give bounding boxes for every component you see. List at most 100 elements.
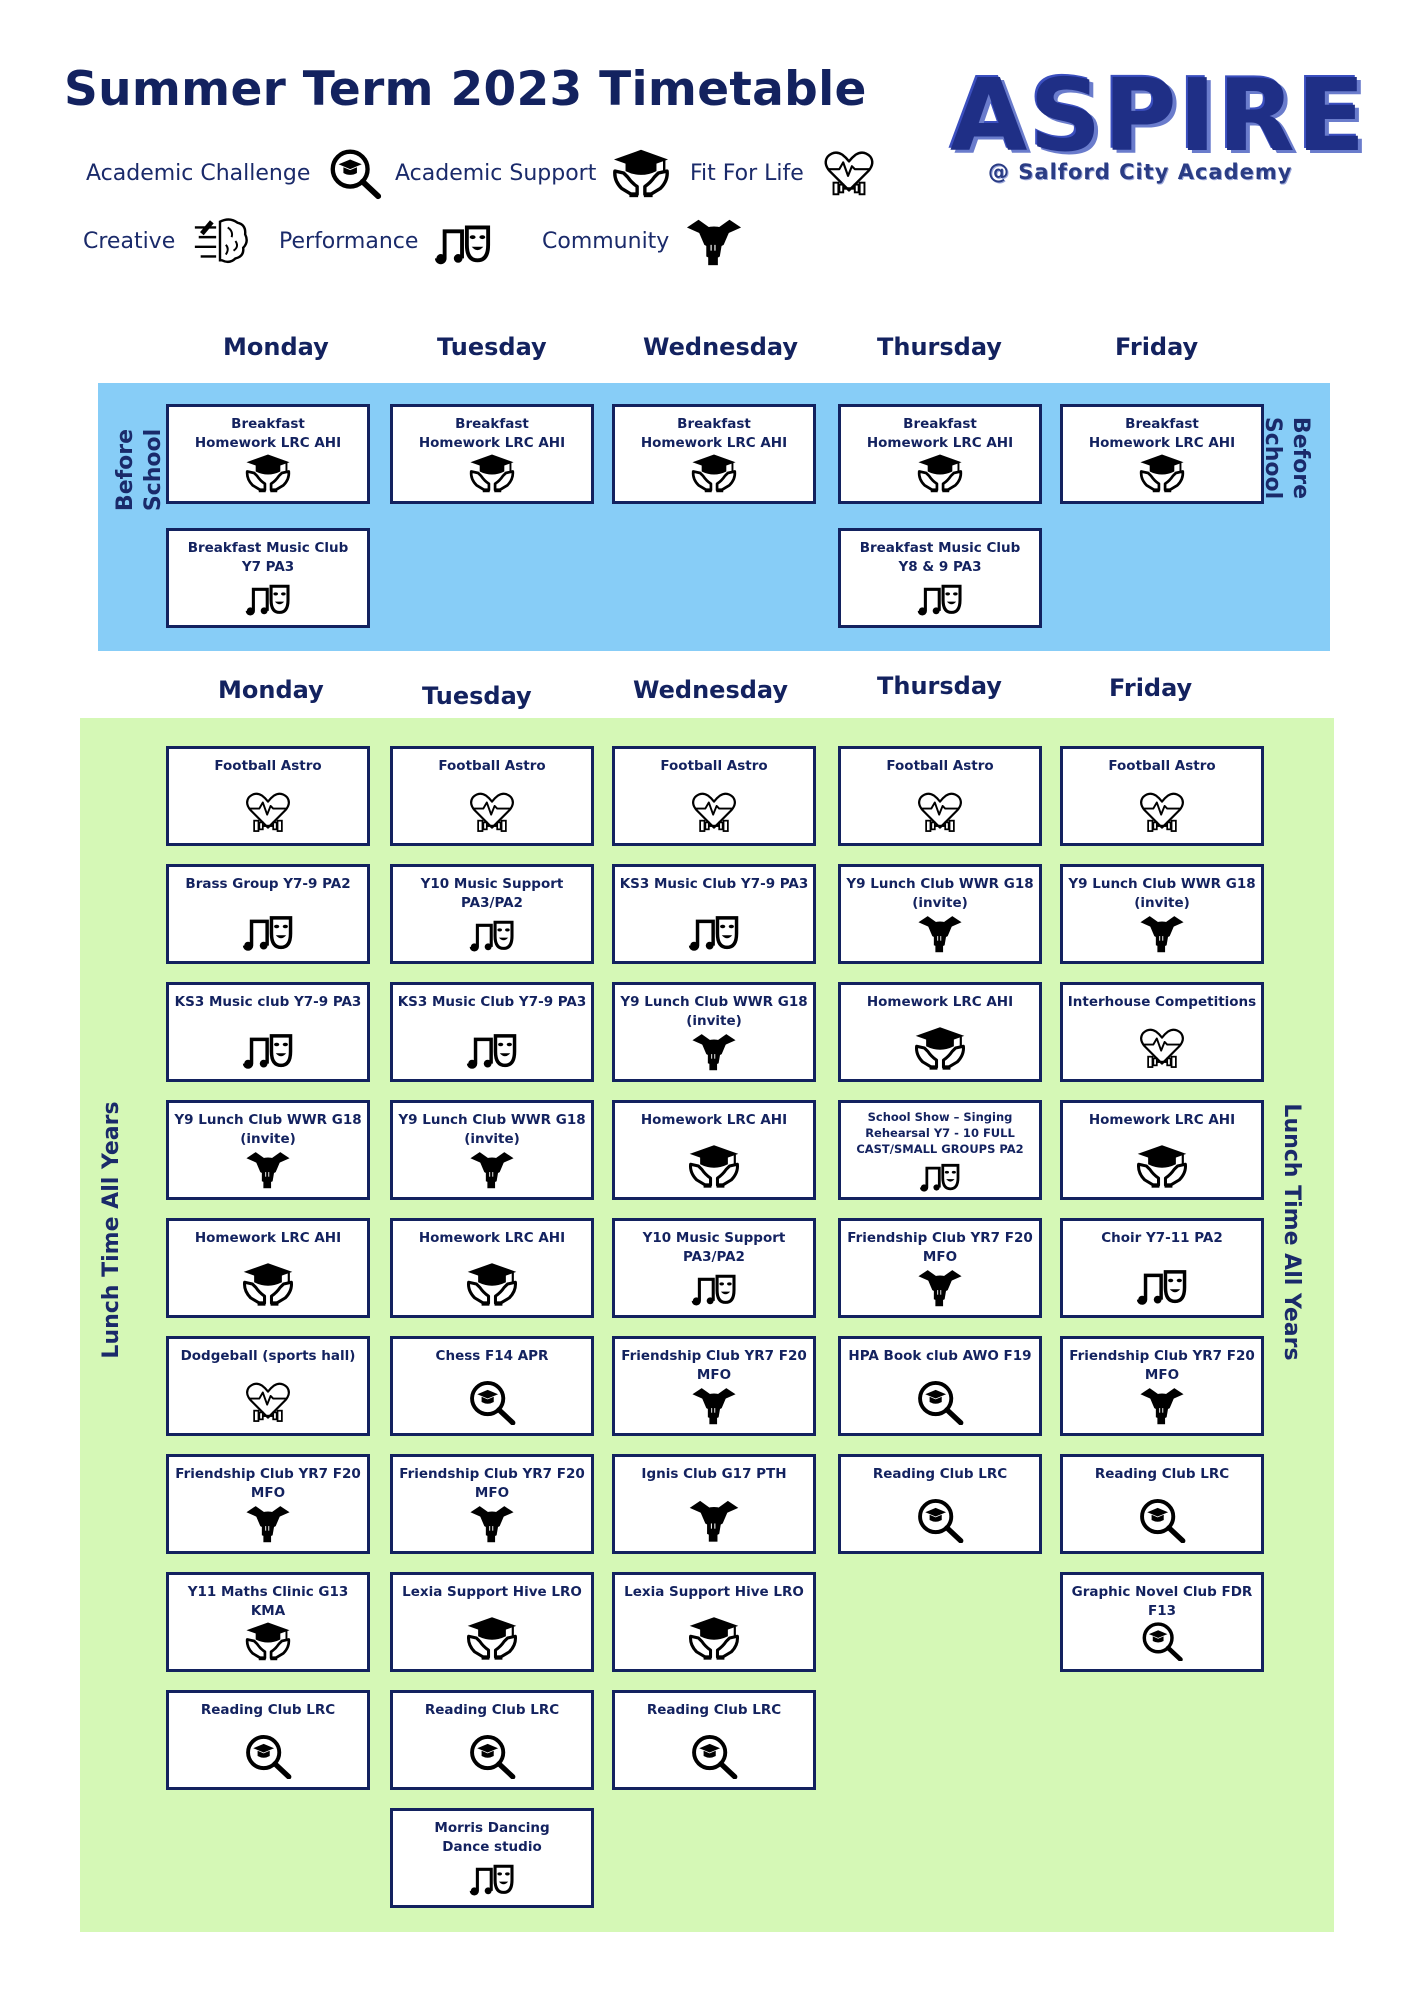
performance-icon: [688, 1267, 740, 1307]
activity-card: Y11 Maths Clinic G13 KMA: [166, 1572, 370, 1672]
activity-card: Ignis Club G17 PTH: [612, 1454, 816, 1554]
activity-card: Lexia Support Hive LRO: [390, 1572, 594, 1672]
activity-title: Reading Club LRC: [200, 1702, 336, 1718]
activity-card: Breakfast Homework LRC AHI: [1060, 404, 1264, 504]
performance-icon: [688, 907, 740, 953]
activity-card: Dodgeball (sports hall): [166, 1336, 370, 1436]
legend-label: Academic Challenge: [86, 160, 311, 186]
activity-title: Dodgeball (sports hall): [180, 1348, 356, 1364]
activity-title: Interhouse Competitions: [1067, 994, 1257, 1010]
activity-card: Homework LRC AHI: [838, 982, 1042, 1082]
logo-word: ASPIRE: [950, 57, 1368, 174]
academic-challenge-icon: [466, 1733, 518, 1779]
academic-challenge-icon: [1136, 1497, 1188, 1543]
fit-for-life-icon: [466, 789, 518, 835]
activity-title: Reading Club LRC: [1094, 1466, 1230, 1482]
activity-title: Friendship Club YR7 F20 MFO: [399, 1466, 585, 1501]
activity-card: Y9 Lunch Club WWR G18 (invite): [838, 864, 1042, 964]
legend-label: Academic Support: [395, 160, 597, 186]
activity-title: Reading Club LRC: [646, 1702, 782, 1718]
performance-icon: [434, 212, 492, 270]
academic-support-icon: [466, 1261, 518, 1307]
day-header-tuesday: Tuesday: [437, 333, 547, 361]
activity-title: Homework LRC AHI: [1088, 1112, 1236, 1128]
activity-card: Lexia Support Hive LRO: [612, 1572, 816, 1672]
activity-title: Breakfast Homework LRC AHI: [866, 416, 1014, 451]
activity-title: Football Astro: [1108, 758, 1216, 774]
academic-support-icon: [242, 453, 294, 493]
activity-title: Friendship Club YR7 F20 MFO: [621, 1348, 807, 1383]
academic-challenge-icon: [914, 1497, 966, 1543]
performance-icon: [242, 907, 294, 953]
academic-support-icon: [466, 1615, 518, 1661]
activity-title: Friendship Club YR7 F20 MFO: [1069, 1348, 1255, 1383]
legend-performance: Performance: [279, 212, 492, 270]
activity-title: Morris Dancing Dance studio: [434, 1820, 550, 1855]
community-icon: [914, 1267, 966, 1307]
activity-card: Football Astro: [390, 746, 594, 846]
activity-title: Friendship Club YR7 F20 MFO: [847, 1230, 1033, 1265]
activity-card: Graphic Novel Club FDR F13: [1060, 1572, 1264, 1672]
activity-card: Football Astro: [612, 746, 816, 846]
activity-title: Football Astro: [886, 758, 994, 774]
activity-title: Choir Y7-11 PA2: [1101, 1230, 1223, 1246]
activity-title: Graphic Novel Club FDR F13: [1071, 1584, 1253, 1619]
activity-card: Homework LRC AHI: [390, 1218, 594, 1318]
activity-title: Y10 Music Support PA3/PA2: [642, 1230, 786, 1265]
academic-challenge-icon: [466, 1379, 518, 1425]
activity-card: KS3 Music Club Y7-9 PA3: [612, 864, 816, 964]
activity-card: Football Astro: [838, 746, 1042, 846]
activity-title: Y9 Lunch Club WWR G18 (invite): [398, 1112, 586, 1147]
legend-academic-challenge: Academic Challenge: [86, 144, 384, 202]
academic-challenge-icon: [688, 1733, 740, 1779]
activity-card: Friendship Club YR7 F20 MFO: [838, 1218, 1042, 1318]
activity-title: Reading Club LRC: [424, 1702, 560, 1718]
academic-support-icon: [914, 1025, 966, 1071]
activity-title: Lexia Support Hive LRO: [402, 1584, 582, 1600]
legend-label: Community: [542, 228, 670, 254]
activity-title: Football Astro: [438, 758, 546, 774]
activity-title: Homework LRC AHI: [640, 1112, 788, 1128]
day-header-monday: Monday: [223, 333, 329, 361]
performance-icon: [466, 1857, 518, 1897]
community-icon: [466, 1149, 518, 1189]
activity-title: Y9 Lunch Club WWR G18 (invite): [174, 1112, 362, 1147]
activity-card: Y9 Lunch Club WWR G18 (invite): [1060, 864, 1264, 964]
activity-title: Breakfast Homework LRC AHI: [1088, 416, 1236, 451]
community-icon: [688, 1385, 740, 1425]
day-header-friday: Friday: [1115, 333, 1199, 361]
activity-card: Friendship Club YR7 F20 MFO: [166, 1454, 370, 1554]
day-header-wednesday: Wednesday: [633, 676, 789, 704]
activity-title: Breakfast Homework LRC AHI: [640, 416, 788, 451]
activity-title: KS3 Music Club Y7-9 PA3: [397, 994, 587, 1010]
activity-title: Reading Club LRC: [872, 1466, 1008, 1482]
activity-card: Reading Club LRC: [612, 1690, 816, 1790]
performance-icon: [242, 577, 294, 617]
activity-card: Reading Club LRC: [390, 1690, 594, 1790]
fit-for-life-icon: [914, 789, 966, 835]
day-header-thursday: Thursday: [877, 672, 1002, 700]
activity-card: Y9 Lunch Club WWR G18 (invite): [166, 1100, 370, 1200]
activity-card: Chess F14 APR: [390, 1336, 594, 1436]
lunch-label-right: Lunch Time All Years: [1279, 1103, 1304, 1361]
logo-subtitle: @ Salford City Academy: [988, 160, 1293, 184]
community-icon: [685, 212, 743, 270]
creative-icon: [191, 212, 249, 270]
activity-card: Brass Group Y7-9 PA2: [166, 864, 370, 964]
activity-card: Choir Y7-11 PA2: [1060, 1218, 1264, 1318]
legend-creative: Creative: [83, 212, 249, 270]
activity-card: Morris Dancing Dance studio: [390, 1808, 594, 1908]
activity-title: School Show – Singing Rehearsal Y7 - 10 …: [856, 1110, 1024, 1156]
activity-title: Lexia Support Hive LRO: [624, 1584, 804, 1600]
activity-card: Breakfast Music Club Y8 & 9 PA3: [838, 528, 1042, 628]
legend-label: Creative: [83, 228, 176, 254]
activity-card: Reading Club LRC: [1060, 1454, 1264, 1554]
activity-card: Friendship Club YR7 F20 MFO: [1060, 1336, 1264, 1436]
lunch-label-left: Lunch Time All Years: [99, 1101, 124, 1359]
activity-card: Friendship Club YR7 F20 MFO: [612, 1336, 816, 1436]
legend-label: Performance: [279, 228, 419, 254]
activity-title: KS3 Music club Y7-9 PA3: [174, 994, 362, 1010]
activity-title: Breakfast Homework LRC AHI: [194, 416, 342, 451]
academic-support-icon: [688, 1615, 740, 1661]
activity-card: Reading Club LRC: [838, 1454, 1042, 1554]
